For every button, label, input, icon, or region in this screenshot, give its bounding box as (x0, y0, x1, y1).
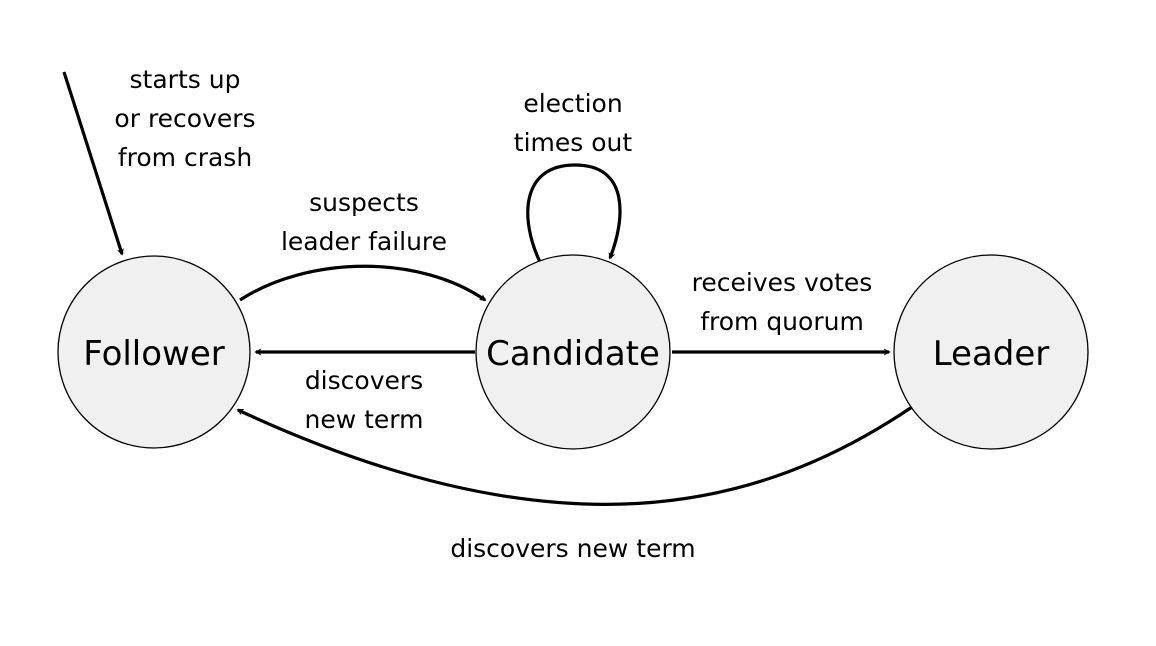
candidate-to-follower-label-line1: discovers (305, 366, 423, 395)
leader-to-follower-label: discovers new term (450, 534, 695, 563)
candidate-to-follower-label-line2: new term (305, 405, 424, 434)
candidate-to-leader-label-line1: receives votes (692, 268, 873, 297)
candidate-self-label-line2: times out (514, 128, 633, 157)
follower-to-candidate-edge (239, 264, 487, 302)
follower-to-candidate-label-line1: suspects (309, 188, 419, 217)
candidate-self-label-line1: election (523, 89, 622, 118)
start-label: starts up or recovers from crash (114, 65, 255, 172)
state-label-follower: Follower (83, 334, 225, 374)
start-label-line1: starts up (130, 65, 241, 94)
follower-to-candidate-label-line2: leader failure (281, 227, 447, 256)
candidate-to-leader-label-line2: from quorum (700, 307, 864, 336)
leader-to-follower-label-line1: discovers new term (450, 534, 695, 563)
follower-to-candidate-label: suspects leader failure (281, 188, 447, 256)
state-label-leader: Leader (933, 334, 1050, 374)
candidate-to-follower-label: discovers new term (305, 366, 424, 434)
start-arrow (62, 71, 124, 256)
start-label-line2: or recovers (114, 104, 255, 133)
candidate-self-label: election times out (514, 89, 633, 157)
state-candidate: Candidate (475, 254, 671, 450)
state-label-candidate: Candidate (486, 334, 660, 374)
leader-to-follower-edge (236, 405, 913, 506)
state-leader: Leader (893, 254, 1089, 450)
state-follower: Follower (57, 255, 251, 449)
candidate-self-loop-edge (526, 163, 622, 263)
candidate-to-leader-label: receives votes from quorum (692, 268, 873, 336)
start-label-line3: from crash (118, 143, 252, 172)
